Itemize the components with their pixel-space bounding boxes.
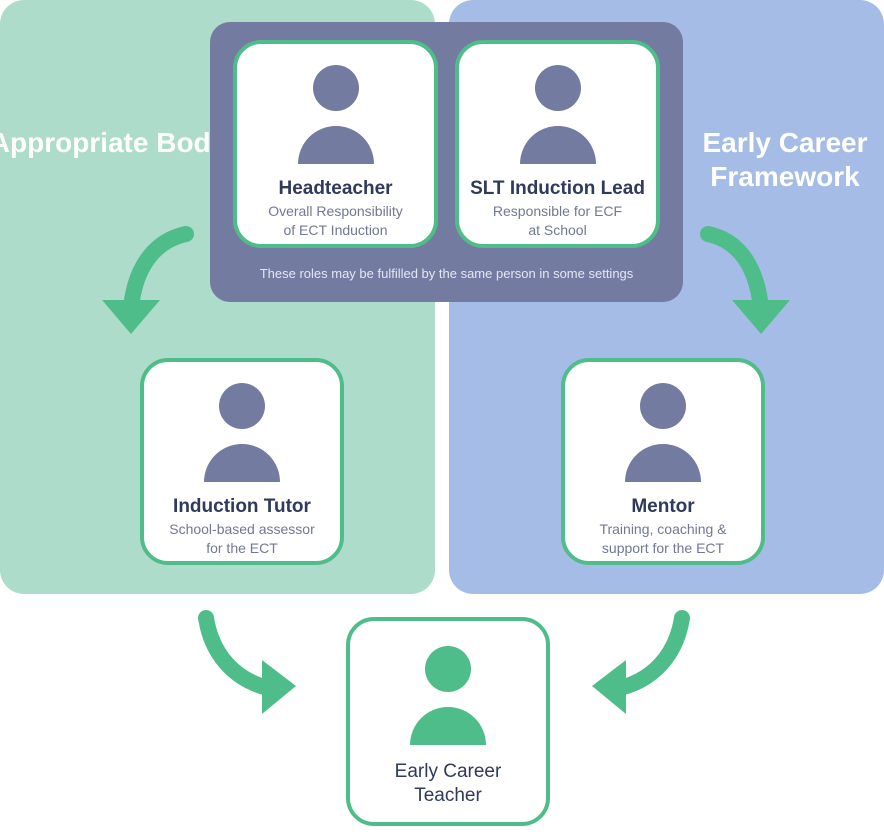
- slt-desc-line2: at School: [528, 222, 587, 238]
- slt-desc-line1: Responsible for ECF: [492, 203, 623, 219]
- person-icon: [519, 65, 596, 164]
- headteacher-name: Headteacher: [278, 178, 393, 199]
- induction-tutor-card: Induction Tutor School-based assessor fo…: [140, 358, 344, 565]
- slt-induction-lead-card: SLT Induction Lead Responsible for ECF a…: [455, 40, 660, 248]
- headteacher-card: Headteacher Overall Responsibility of EC…: [233, 40, 438, 248]
- person-icon: [410, 646, 486, 745]
- headteacher-desc-line2: of ECT Induction: [283, 222, 388, 238]
- mentor-desc-line2: support for the ECT: [601, 540, 725, 556]
- shared-roles-note: These roles may be fulfilled by the same…: [259, 266, 634, 281]
- person-icon: [297, 65, 374, 164]
- person-icon: [204, 383, 280, 482]
- induction-tutor-name: Induction Tutor: [173, 496, 311, 517]
- headteacher-desc-line1: Overall Responsibility: [268, 203, 403, 219]
- person-icon: [625, 383, 701, 482]
- early-career-framework-title: Early Career Framework: [702, 127, 868, 192]
- ect-name-line1: Early Career: [394, 761, 502, 782]
- induction-tutor-desc-line1: School-based assessor: [169, 521, 315, 537]
- mentor-name: Mentor: [631, 496, 695, 517]
- early-career-teacher-card: Early Career Teacher: [346, 617, 550, 826]
- induction-tutor-desc-line2: for the ECT: [206, 540, 278, 556]
- mentor-card: Mentor Training, coaching & support for …: [561, 358, 765, 565]
- appropriate-body-title: Appropriate Body: [0, 127, 227, 158]
- slt-induction-lead-name: SLT Induction Lead: [470, 178, 645, 199]
- ect-name-line2: Teacher: [414, 785, 482, 806]
- mentor-desc-line1: Training, coaching &: [599, 521, 727, 537]
